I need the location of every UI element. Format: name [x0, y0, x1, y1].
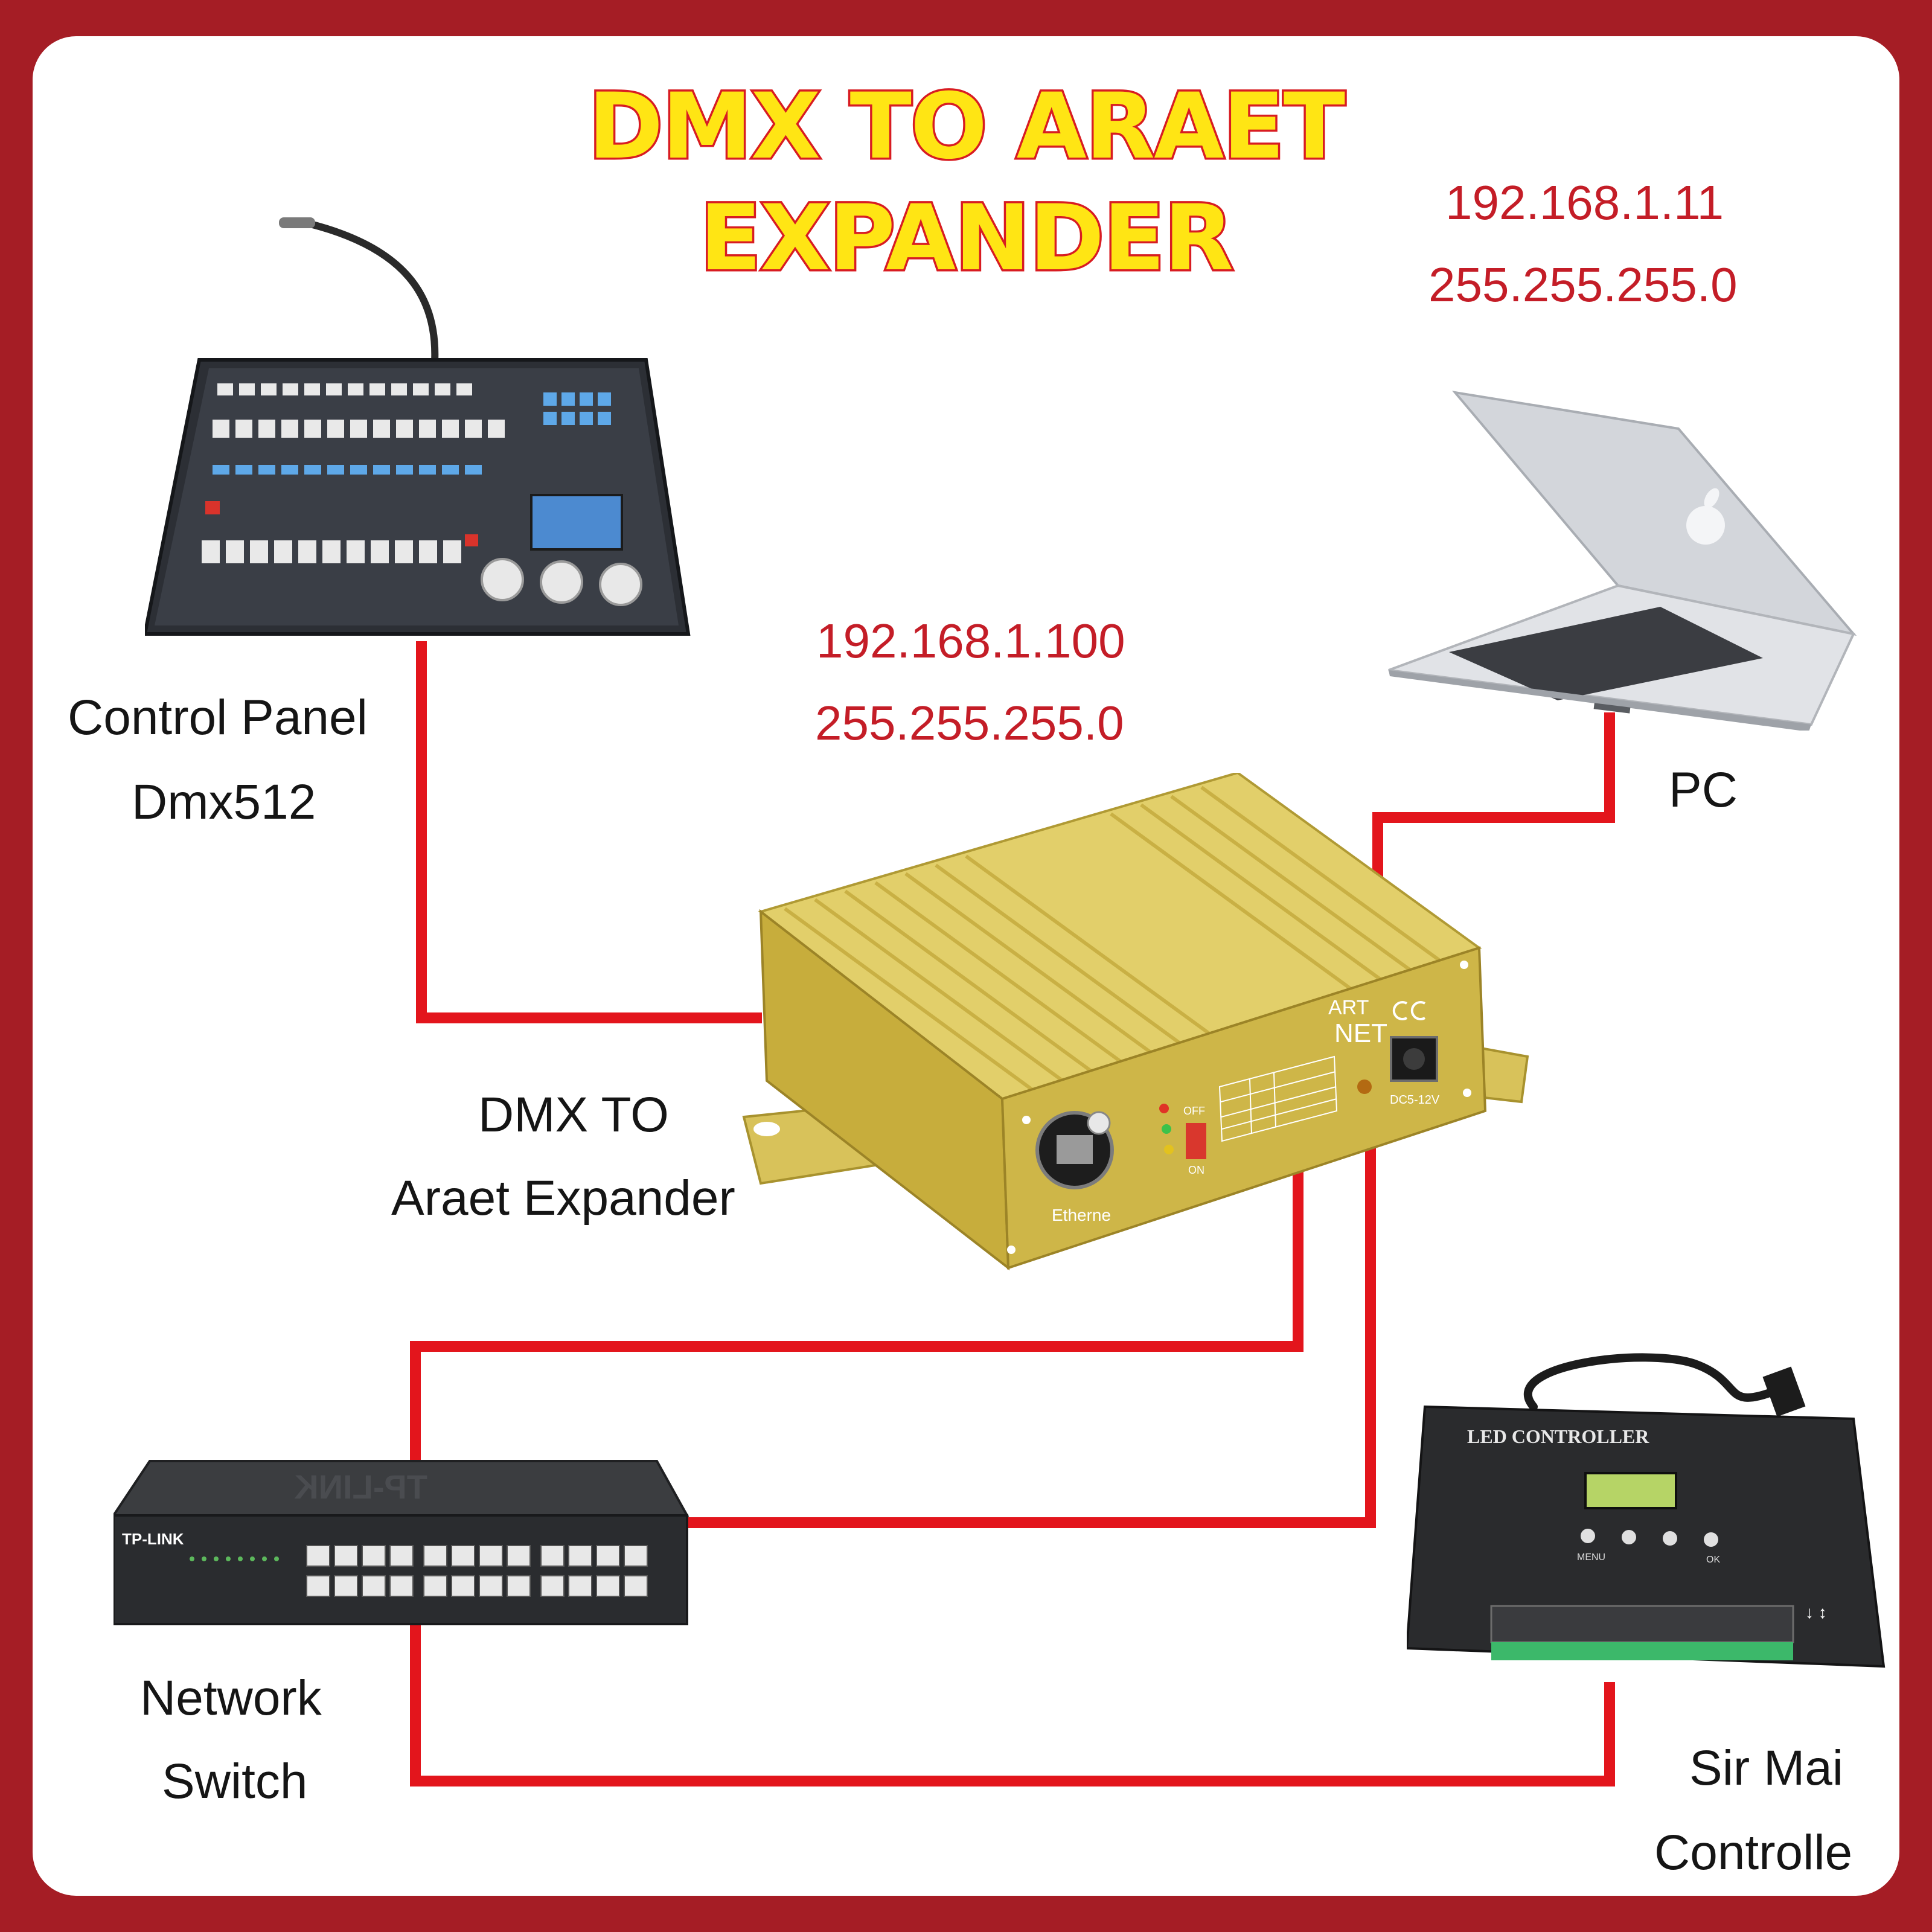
status-led-green	[1162, 1124, 1171, 1134]
laptop-keyboard	[1449, 607, 1763, 700]
expander-label: DMX TO	[478, 1087, 669, 1142]
power-plug-icon	[1762, 1366, 1806, 1417]
wire-expander-to-switch-right	[686, 1139, 1376, 1528]
switch-sublabel: Switch	[162, 1754, 308, 1809]
apple-logo-icon	[1686, 488, 1725, 545]
mode-table	[1218, 1055, 1338, 1142]
switch-port-leds	[190, 1556, 279, 1561]
ce-fc-mark-icon	[1392, 1001, 1426, 1020]
wire-switch-to-controller	[410, 1624, 1615, 1786]
expander-sublabel: Araet Expander	[391, 1171, 735, 1226]
out-arrow-icon: ↓ ↕	[1805, 1603, 1827, 1622]
dmx-artnet-expander: Etherne OFF ON ART NET DC5-12V	[742, 773, 1529, 1271]
svg-text:OFF: OFF	[1183, 1105, 1205, 1117]
usb-c-port	[1593, 703, 1631, 714]
ethernet-port-label: Etherne	[1052, 1206, 1111, 1224]
wire-control-panel-to-expander	[416, 641, 762, 1023]
svg-text:MENU: MENU	[1577, 1552, 1605, 1563]
pc-ip-address: 192.168.1.11	[1445, 176, 1724, 229]
controller-label: Sir Mai	[1689, 1741, 1844, 1796]
dip-switch	[1186, 1123, 1206, 1159]
down-button-icon	[1663, 1531, 1677, 1546]
gooseneck-lamp-icon	[304, 220, 439, 366]
up-button-icon	[1622, 1530, 1636, 1544]
power-led	[1357, 1080, 1372, 1094]
pc-subnet-mask: 255.255.255.0	[1428, 258, 1738, 312]
network-switch: TP-LINK TP-LINK	[114, 1460, 689, 1625]
expander-ip-address: 192.168.1.100	[816, 614, 1125, 668]
console-fader-banks	[202, 383, 611, 563]
title-line-1: DMX TO ARAET	[586, 74, 1347, 179]
wire-expander-to-switch-top	[410, 1157, 1303, 1460]
title-line-2: EXPANDER	[697, 186, 1235, 291]
pc-label: PC	[1669, 763, 1738, 817]
console-display	[530, 494, 623, 551]
dc-power-jack-icon	[1390, 1036, 1438, 1082]
laptop-pc	[1388, 391, 1857, 731]
svg-text:OK: OK	[1706, 1555, 1720, 1565]
control-panel-label: Control Panel	[68, 690, 368, 745]
controller-sublabel: Controlle	[1654, 1825, 1853, 1880]
dmx-control-console	[145, 217, 691, 636]
power-label: DC5-12V	[1390, 1093, 1440, 1107]
artnet-logo-bottom: NET	[1334, 1019, 1387, 1048]
ok-button-icon	[1704, 1532, 1718, 1547]
menu-button-icon	[1581, 1529, 1595, 1543]
rj45-ports	[306, 1545, 648, 1597]
switch-brand-label: TP-LINK	[122, 1530, 184, 1548]
switch-label: Network	[140, 1671, 322, 1726]
console-knob-1	[481, 558, 524, 601]
power-cord-icon	[1523, 1353, 1785, 1411]
console-knob-3	[599, 563, 642, 606]
artnet-logo-top: ART	[1328, 996, 1369, 1019]
led-controller-title: LED CONTROLLER	[1467, 1425, 1649, 1447]
terminal-blocks	[1491, 1642, 1793, 1660]
expander-subnet-mask: 255.255.255.0	[815, 696, 1124, 750]
svg-text:ON: ON	[1188, 1164, 1204, 1176]
status-led-red	[1159, 1104, 1169, 1113]
status-led-yellow	[1164, 1145, 1174, 1154]
control-panel-sublabel: Dmx512	[132, 775, 316, 830]
wire-pc-to-expander	[1372, 712, 1615, 883]
led-controller: LED CONTROLLER MENU OK ↓ ↕	[1407, 1353, 1886, 1668]
switch-top-logo: TP-LINK	[294, 1468, 427, 1506]
lcd-display	[1584, 1472, 1677, 1509]
console-knob-2	[540, 560, 583, 604]
